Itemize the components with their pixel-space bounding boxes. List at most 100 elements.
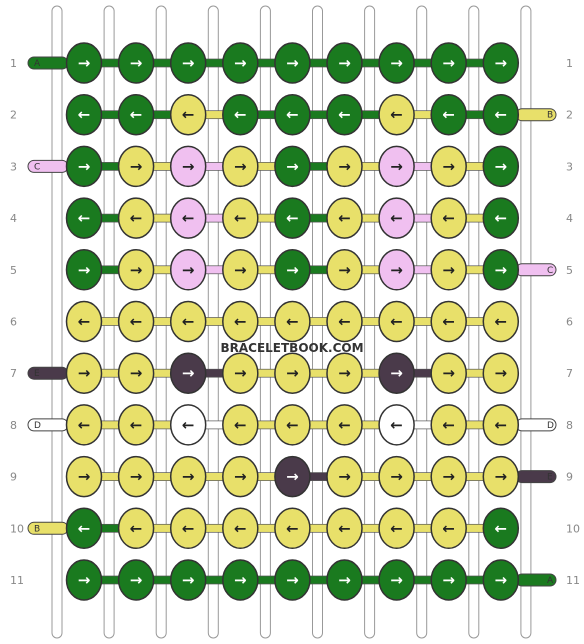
- knot: [117, 197, 155, 239]
- arrow-right-icon: →: [130, 468, 143, 486]
- arrow-right-icon: →: [286, 261, 299, 279]
- knot: [65, 352, 103, 394]
- knot: [430, 93, 467, 136]
- knot: [482, 352, 520, 394]
- left-strand-label: A: [34, 59, 41, 69]
- knot: [65, 93, 103, 136]
- knot: [169, 249, 207, 291]
- knot: [169, 300, 207, 343]
- knot: [326, 300, 363, 343]
- arrow-right-icon: →: [182, 54, 195, 72]
- arrow-right-icon: →: [390, 364, 403, 382]
- row-number-right: 7: [566, 367, 573, 380]
- row-number-left: 7: [10, 367, 17, 380]
- knot: [482, 249, 520, 291]
- arrow-right-icon: →: [234, 571, 247, 589]
- arrow-right-icon: →: [234, 468, 247, 486]
- knot: [274, 93, 311, 136]
- knot: [326, 42, 363, 84]
- arrow-right-icon: →: [338, 261, 351, 279]
- knot: [430, 197, 467, 239]
- arrow-right-icon: →: [442, 54, 455, 72]
- knot: [222, 455, 259, 498]
- arrow-right-icon: →: [130, 157, 143, 175]
- knot: [378, 404, 415, 446]
- arrow-left-icon: ←: [390, 519, 403, 537]
- knot: [222, 42, 259, 84]
- row-number-right: 2: [566, 109, 573, 122]
- knot: [169, 559, 207, 601]
- knot: [378, 455, 415, 498]
- arrow-right-icon: →: [182, 157, 195, 175]
- arrow-right-icon: →: [442, 364, 455, 382]
- row-number-left: 11: [10, 574, 24, 587]
- arrow-left-icon: ←: [234, 106, 247, 124]
- knot: [378, 507, 415, 550]
- knot: [378, 42, 415, 84]
- knot: [326, 507, 363, 550]
- arrow-left-icon: ←: [286, 209, 299, 227]
- knot: [326, 93, 363, 136]
- arrow-left-icon: ←: [338, 313, 351, 331]
- arrow-left-icon: ←: [442, 313, 455, 331]
- arrow-right-icon: →: [234, 364, 247, 382]
- row-number-left: 6: [10, 316, 17, 329]
- arrow-left-icon: ←: [442, 106, 455, 124]
- arrow-left-icon: ←: [286, 106, 299, 124]
- knot: [482, 507, 520, 550]
- knot: [326, 145, 363, 188]
- knot: [65, 300, 103, 343]
- arrow-left-icon: ←: [130, 519, 143, 537]
- arrow-right-icon: →: [286, 364, 299, 382]
- knot: [65, 404, 103, 446]
- arrow-left-icon: ←: [442, 416, 455, 434]
- arrow-right-icon: →: [495, 364, 508, 382]
- arrow-left-icon: ←: [130, 209, 143, 227]
- knot: [378, 145, 415, 188]
- arrow-right-icon: →: [286, 468, 299, 486]
- knot: [169, 455, 207, 498]
- arrow-right-icon: →: [442, 157, 455, 175]
- arrow-right-icon: →: [338, 468, 351, 486]
- knot: [65, 507, 103, 550]
- arrow-right-icon: →: [78, 54, 91, 72]
- knot: [430, 559, 467, 601]
- knot: [482, 300, 520, 343]
- knot: [222, 197, 259, 239]
- knot: [222, 300, 259, 343]
- knot: [378, 93, 415, 136]
- knot: [65, 559, 103, 601]
- arrow-right-icon: →: [234, 261, 247, 279]
- knot: [117, 455, 155, 498]
- arrow-right-icon: →: [78, 364, 91, 382]
- row-number-left: 10: [10, 522, 24, 535]
- knot: [274, 455, 311, 498]
- row-number-right: 9: [566, 471, 573, 484]
- arrow-right-icon: →: [78, 468, 91, 486]
- arrow-left-icon: ←: [390, 106, 403, 124]
- arrow-left-icon: ←: [390, 209, 403, 227]
- arrow-right-icon: →: [338, 364, 351, 382]
- row-number-right: 6: [566, 316, 573, 329]
- knot: [326, 404, 363, 446]
- knot: [169, 197, 207, 239]
- arrow-right-icon: →: [182, 468, 195, 486]
- row-number-left: 8: [10, 419, 17, 432]
- knot: [169, 42, 207, 84]
- arrow-left-icon: ←: [390, 416, 403, 434]
- knot: [222, 93, 259, 136]
- arrow-right-icon: →: [286, 54, 299, 72]
- knot: [326, 352, 363, 394]
- arrow-left-icon: ←: [78, 313, 91, 331]
- arrow-left-icon: ←: [78, 106, 91, 124]
- knot: [169, 145, 207, 188]
- arrow-left-icon: ←: [495, 519, 508, 537]
- knot: [222, 507, 259, 550]
- knot: [482, 404, 520, 446]
- arrow-right-icon: →: [390, 54, 403, 72]
- arrow-right-icon: →: [495, 571, 508, 589]
- knot: [169, 93, 207, 136]
- knot: [378, 559, 415, 601]
- row-number-right: 11: [566, 574, 580, 587]
- knot: [169, 507, 207, 550]
